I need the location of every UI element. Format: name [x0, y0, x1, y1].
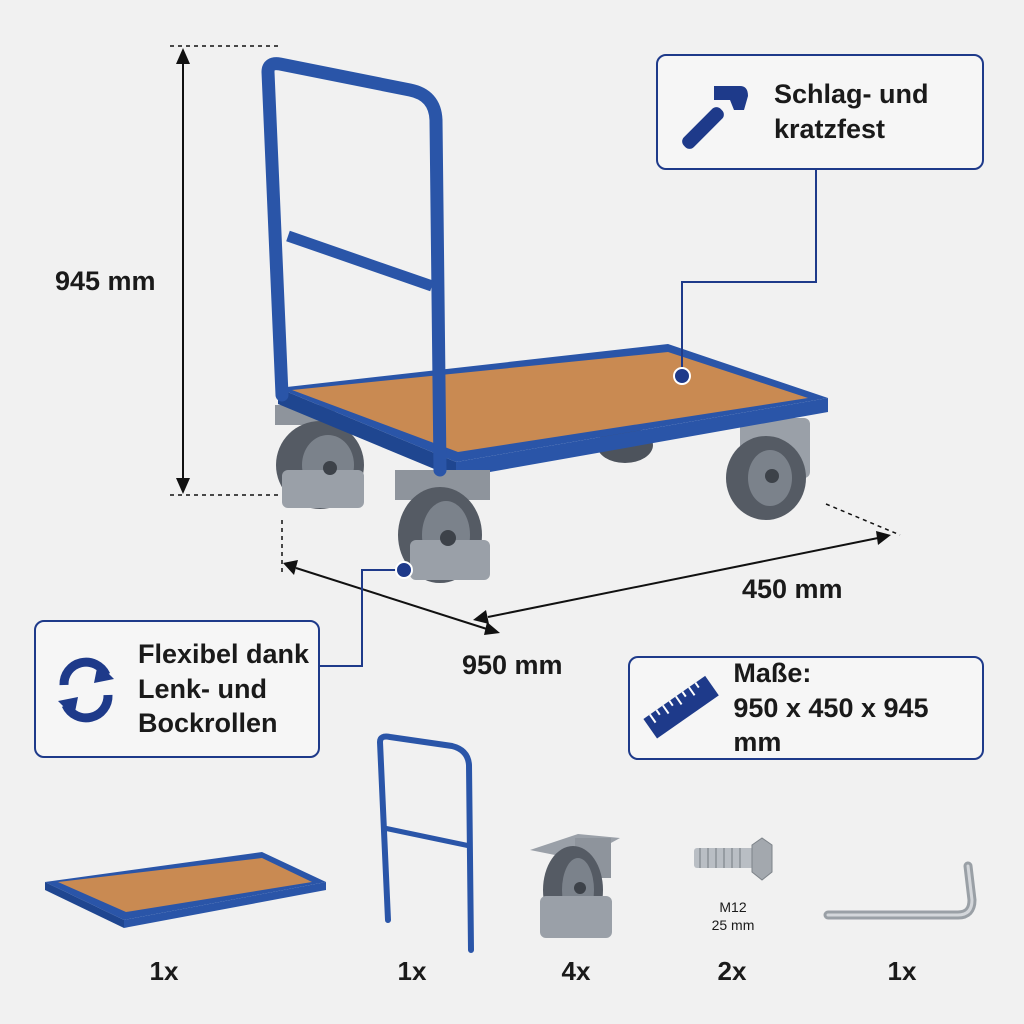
callout-surface: Schlag- und kratzfest: [656, 54, 984, 170]
ruler-icon: [643, 675, 719, 739]
length-dimension-line: [281, 520, 500, 635]
length-dimension-label: 950 mm: [462, 650, 563, 680]
depth-dimension-line: [473, 503, 901, 624]
callout-size-line1: Maße:: [733, 658, 812, 689]
callout-size: Maße: 950 x 450 x 945 mm: [628, 656, 984, 760]
callout-castors: Flexibel dank Lenk- und Bockrollen: [34, 620, 320, 758]
part-count-hex-key: 1x: [887, 956, 917, 986]
part-count-platform: 1x: [149, 956, 179, 986]
part-handle-image: [376, 733, 474, 953]
hammer-icon: [682, 86, 748, 149]
part-bolt-image: [694, 837, 773, 881]
part-count-handle: 1x: [397, 956, 427, 986]
callout-size-line2: 950 x 450 x 945 mm: [733, 692, 929, 758]
height-dimension-label: 945 mm: [55, 266, 156, 296]
callout-castors-line3: Bockrollen: [138, 708, 278, 739]
part-castor-image: [530, 834, 620, 938]
bolt-length-label: 25 mm: [711, 917, 755, 934]
callout-connectors: [320, 168, 817, 667]
bolt-size-label: M12: [719, 899, 747, 915]
callout-surface-line1: Schlag- und: [774, 79, 929, 110]
part-hex-key-image: [823, 861, 977, 920]
part-count-castor: 4x: [561, 956, 591, 986]
part-platform-image: [45, 852, 326, 928]
callout-castors-line1: Flexibel dank: [138, 639, 310, 670]
depth-dimension-label: 450 mm: [742, 574, 843, 604]
bolt-label: M12 25 mm: [688, 898, 778, 934]
rotate-arrows-icon: [58, 657, 114, 723]
callout-surface-line2: kratzfest: [774, 114, 886, 144]
callout-castors-line2: Lenk- und: [138, 673, 267, 704]
height-dimension-line: [170, 45, 282, 496]
part-count-bolt: 2x: [717, 956, 747, 986]
